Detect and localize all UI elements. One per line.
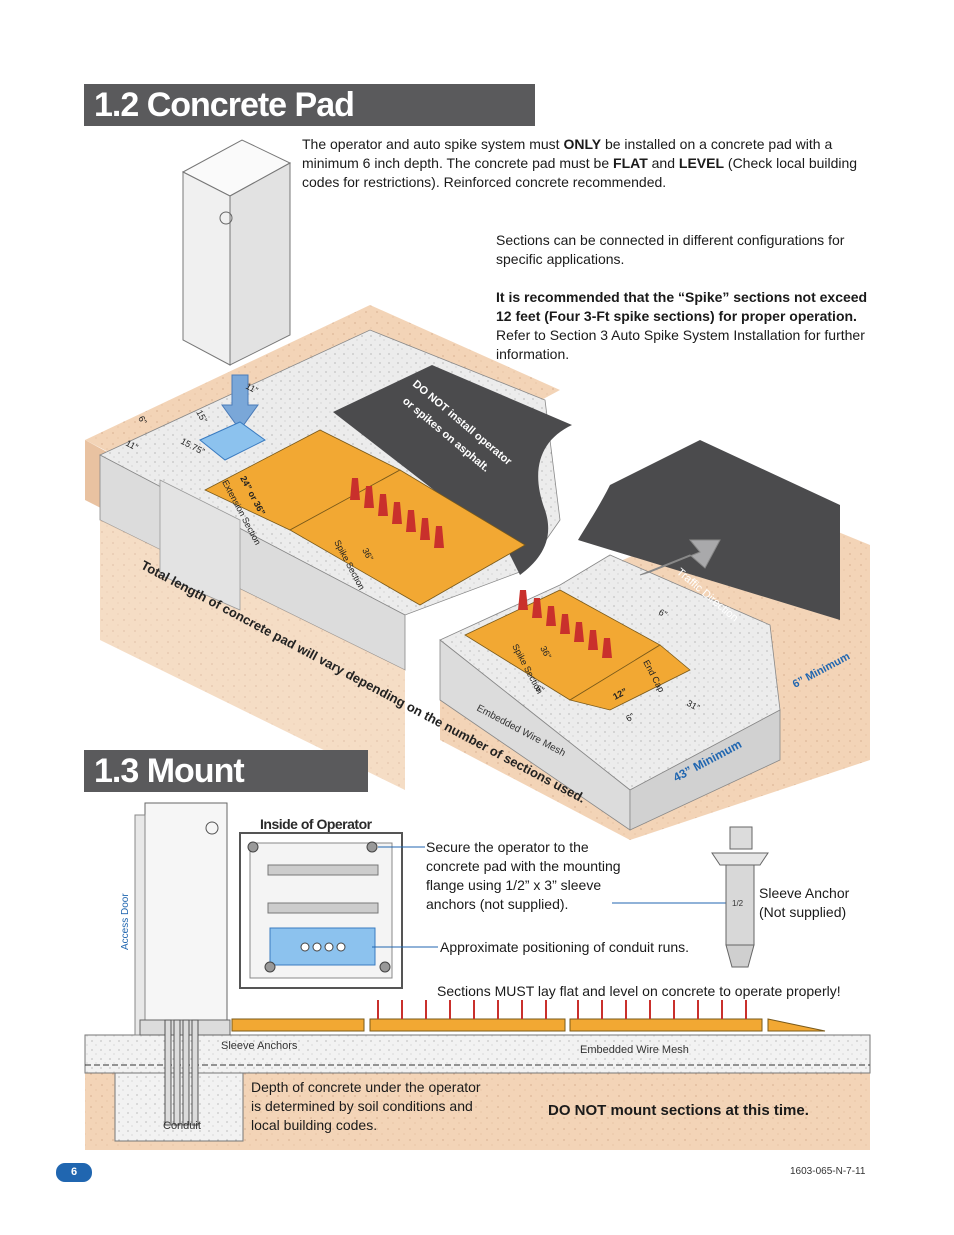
conduit-label: Conduit: [163, 1120, 201, 1132]
conduit-pipes: [164, 1019, 199, 1126]
embedded-wire-mesh-text: Embedded Wire Mesh: [580, 1044, 689, 1056]
secure-note: Secure the operator to the concrete pad …: [426, 838, 641, 914]
recommendation-paragraph: It is recommended that the “Spike” secti…: [496, 288, 876, 364]
intro-text-3: and: [647, 155, 679, 171]
conduit-area-highlight: [199, 421, 266, 461]
dim-6: 6”: [136, 414, 149, 426]
intro-flat: FLAT: [613, 155, 648, 171]
asphalt-front: [578, 440, 840, 620]
intro-level: LEVEL: [678, 155, 725, 171]
page-number: 6: [70, 1166, 78, 1178]
inside-operator-label: Inside of Operator: [260, 816, 372, 832]
sleeve-anchor-drawing: [711, 826, 769, 968]
conduit-note-text: Approximate positioning of conduit runs.: [440, 939, 690, 955]
soil-under-left: [100, 520, 405, 790]
inside-operator-title: Inside of Operator: [260, 816, 372, 832]
intro-text-4: (Check local building codes for restrict…: [302, 155, 858, 190]
inside-operator-view: [239, 832, 403, 989]
intro-text-1: The operator and auto spike system must: [302, 136, 564, 152]
anchor-size-label: 1/2: [732, 899, 744, 908]
concrete-footing: [159, 479, 241, 611]
dim-6-a: 6”: [657, 607, 669, 620]
access-door-label: Access Door: [120, 893, 131, 950]
sections-flat-note: Sections MUST lay flat and level on conc…: [437, 982, 857, 1001]
spike-sections-side-view: [231, 1000, 826, 1032]
doc-code: 1603-065-N-7-11: [790, 1166, 865, 1177]
intro-only: ONLY: [563, 136, 602, 152]
conduit-text: Conduit: [163, 1120, 201, 1132]
sleeve-anchors-label: Sleeve Anchors: [221, 1040, 297, 1052]
dim-6-b: 6”: [534, 683, 546, 696]
intro-paragraph: The operator and auto spike system must …: [302, 135, 862, 192]
dim-6-c: 6”: [624, 711, 636, 724]
intro-text-2: be installed on a concrete pad with a mi…: [302, 136, 833, 171]
sleeve-anchors-text: Sleeve Anchors: [221, 1040, 298, 1052]
depth-note-text: Depth of concrete under the operator is …: [251, 1079, 481, 1133]
section-13-heading: 1.3 Mount Operator: [84, 750, 368, 832]
traffic-direction-arrow: [639, 539, 721, 576]
concrete-slab: [84, 1034, 871, 1074]
end-cap-shape: [568, 644, 691, 711]
sleeve-anchor-label-1: Sleeve Anchor: [759, 885, 850, 901]
do-not-mount-note: DO NOT mount sections at this time.: [548, 1102, 809, 1119]
concrete-pad-right-side: [629, 709, 781, 831]
access-door-text: Access Door: [120, 893, 131, 950]
spikes-row-1: [350, 478, 444, 548]
sections-flat-text: Sections MUST lay flat and level on conc…: [437, 983, 841, 999]
sleeve-anchor-label-2: (Not supplied): [759, 904, 847, 920]
doc-code-text: 1603-065-N-7-11: [790, 1166, 866, 1177]
depth-note: Depth of concrete under the operator is …: [251, 1078, 491, 1135]
recommendation-rest: Refer to Section 3 Auto Spike System Ins…: [496, 327, 865, 362]
section-12-heading: 1.2 Concrete Pad Requirements: [84, 84, 535, 166]
sleeve-anchor-label: Sleeve Anchor (Not supplied): [759, 884, 869, 922]
configurations-paragraph: Sections can be connected in different c…: [496, 231, 876, 269]
embedded-wire-mesh-bottom-label: Embedded Wire Mesh: [580, 1044, 689, 1056]
conduit-note: Approximate positioning of conduit runs.: [440, 938, 740, 957]
configurations-text: Sections can be connected in different c…: [496, 232, 845, 267]
operator-side-view: [134, 802, 231, 1036]
concrete-pad-diagram: 11” 15” 6” 11” 15.75” 24” or 36” Extensi…: [85, 139, 870, 840]
mount-down-arrow: [221, 374, 259, 431]
recommendation-bold: It is recommended that the “Spike” secti…: [496, 289, 868, 324]
spikes-row-2: [518, 590, 612, 658]
page-number-badge: 6: [56, 1163, 92, 1182]
asphalt-back: [333, 365, 572, 575]
secure-note-text: Secure the operator to the concrete pad …: [426, 839, 621, 912]
spike-section-1-shape: [289, 469, 526, 606]
mount-operator-diagram: 1/2: [84, 802, 871, 1150]
do-not-mount-text: DO NOT mount sections at this time.: [548, 1102, 809, 1119]
operator-cabinet-top: [181, 139, 292, 366]
